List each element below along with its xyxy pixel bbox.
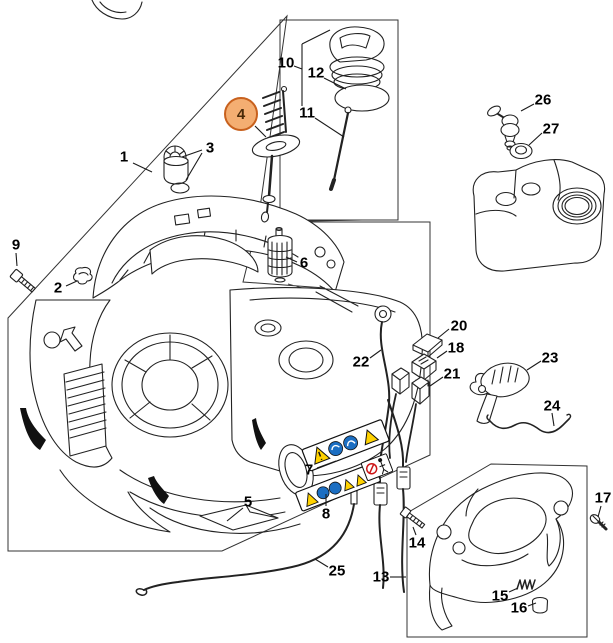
part-label-25[interactable]: 25 xyxy=(328,562,346,580)
leader-line-25 xyxy=(314,558,329,568)
leader-line-15 xyxy=(508,587,519,593)
part-label-3[interactable]: 3 xyxy=(205,139,215,157)
leader-line-20 xyxy=(437,328,450,339)
throttle-rod-drawing xyxy=(486,413,572,434)
part-label-14[interactable]: 14 xyxy=(408,534,426,552)
part-label-15[interactable]: 15 xyxy=(491,587,509,605)
leader-line-12 xyxy=(323,77,347,90)
plug-16-drawing xyxy=(531,596,549,614)
leader-line-27 xyxy=(528,132,543,146)
plunger-assembly-drawing xyxy=(251,85,301,223)
screw-9-drawing xyxy=(9,269,36,293)
leader-line-10 xyxy=(301,29,331,45)
part-label-9[interactable]: 9 xyxy=(11,236,21,254)
part-label-11[interactable]: 11 xyxy=(299,104,315,122)
leader-line-23 xyxy=(526,360,542,371)
safety-sticker-8 xyxy=(295,453,394,512)
part-label-27[interactable]: 27 xyxy=(542,120,560,138)
part-label-8[interactable]: 8 xyxy=(321,505,331,523)
safety-sticker-7 xyxy=(301,419,390,472)
ground-wire-drawing xyxy=(373,305,411,593)
handle-box xyxy=(406,463,588,638)
fuel-cap-drawing xyxy=(329,26,385,91)
part-label-2[interactable]: 2 xyxy=(53,279,63,297)
leader-line-17 xyxy=(597,505,602,518)
direction-arrow-icon xyxy=(59,326,83,352)
part-label-1[interactable]: 1 xyxy=(119,148,129,166)
leader-line-6 xyxy=(285,256,298,263)
fuel-filter-drawing xyxy=(267,226,293,283)
part-label-7[interactable]: 7 xyxy=(304,461,314,479)
leader-line-3 xyxy=(185,152,203,181)
throttle-trigger-drawing xyxy=(469,362,530,424)
cap-gasket-drawing xyxy=(334,84,390,112)
leader-line-21 xyxy=(429,376,444,387)
spring-15-drawing xyxy=(516,579,536,590)
part-label-20[interactable]: 20 xyxy=(450,317,468,335)
shroud-piece-drawing xyxy=(91,0,143,20)
part-label-22[interactable]: 22 xyxy=(352,353,370,371)
part-label-12[interactable]: 12 xyxy=(307,64,325,82)
tank-vent-valve-drawing xyxy=(487,105,520,151)
leader-line-10 xyxy=(293,65,303,70)
leader-line-26 xyxy=(520,103,535,112)
leader-line-7 xyxy=(316,460,337,469)
leader-line-9 xyxy=(15,252,18,267)
part-label-24[interactable]: 24 xyxy=(543,397,561,415)
leader-line-18 xyxy=(436,350,448,359)
leader-lines xyxy=(15,29,602,607)
primer-body-drawing xyxy=(163,145,190,194)
leader-line-5 xyxy=(226,507,244,522)
leader-line-3 xyxy=(181,149,203,158)
dipstick-drawing xyxy=(329,106,352,191)
part-label-23[interactable]: 23 xyxy=(541,349,559,367)
leader-line-16 xyxy=(527,602,537,607)
leader-line-22 xyxy=(369,349,382,359)
leader-line-24 xyxy=(551,412,555,427)
leader-line-1 xyxy=(132,162,153,173)
part-label-13[interactable]: 13 xyxy=(372,568,390,586)
leader-line-14 xyxy=(412,526,417,536)
part-label-17[interactable]: 17 xyxy=(594,489,612,507)
leader-line-11 xyxy=(314,117,345,138)
handle-housing-drawing xyxy=(428,472,573,631)
upper-housing-drawing xyxy=(92,195,345,299)
fuel-tank-drawing xyxy=(472,159,606,272)
part-label-26[interactable]: 26 xyxy=(534,91,552,109)
part-label-6[interactable]: 6 xyxy=(299,254,309,272)
leader-line-2 xyxy=(65,280,78,287)
part-label-16[interactable]: 16 xyxy=(510,599,528,617)
valve-grommet-drawing xyxy=(509,142,533,160)
stop-switch-group-drawing xyxy=(388,333,443,463)
leader-line-4 xyxy=(254,125,267,138)
part-label-4-highlighted[interactable]: 4 xyxy=(224,97,258,131)
part-label-5[interactable]: 5 xyxy=(243,493,253,511)
screw-17-drawing xyxy=(589,514,608,531)
part-label-18[interactable]: 18 xyxy=(447,339,465,357)
part-label-10[interactable]: 10 xyxy=(277,54,295,72)
part-label-21[interactable]: 21 xyxy=(443,365,461,383)
screw-14-drawing xyxy=(399,506,426,529)
